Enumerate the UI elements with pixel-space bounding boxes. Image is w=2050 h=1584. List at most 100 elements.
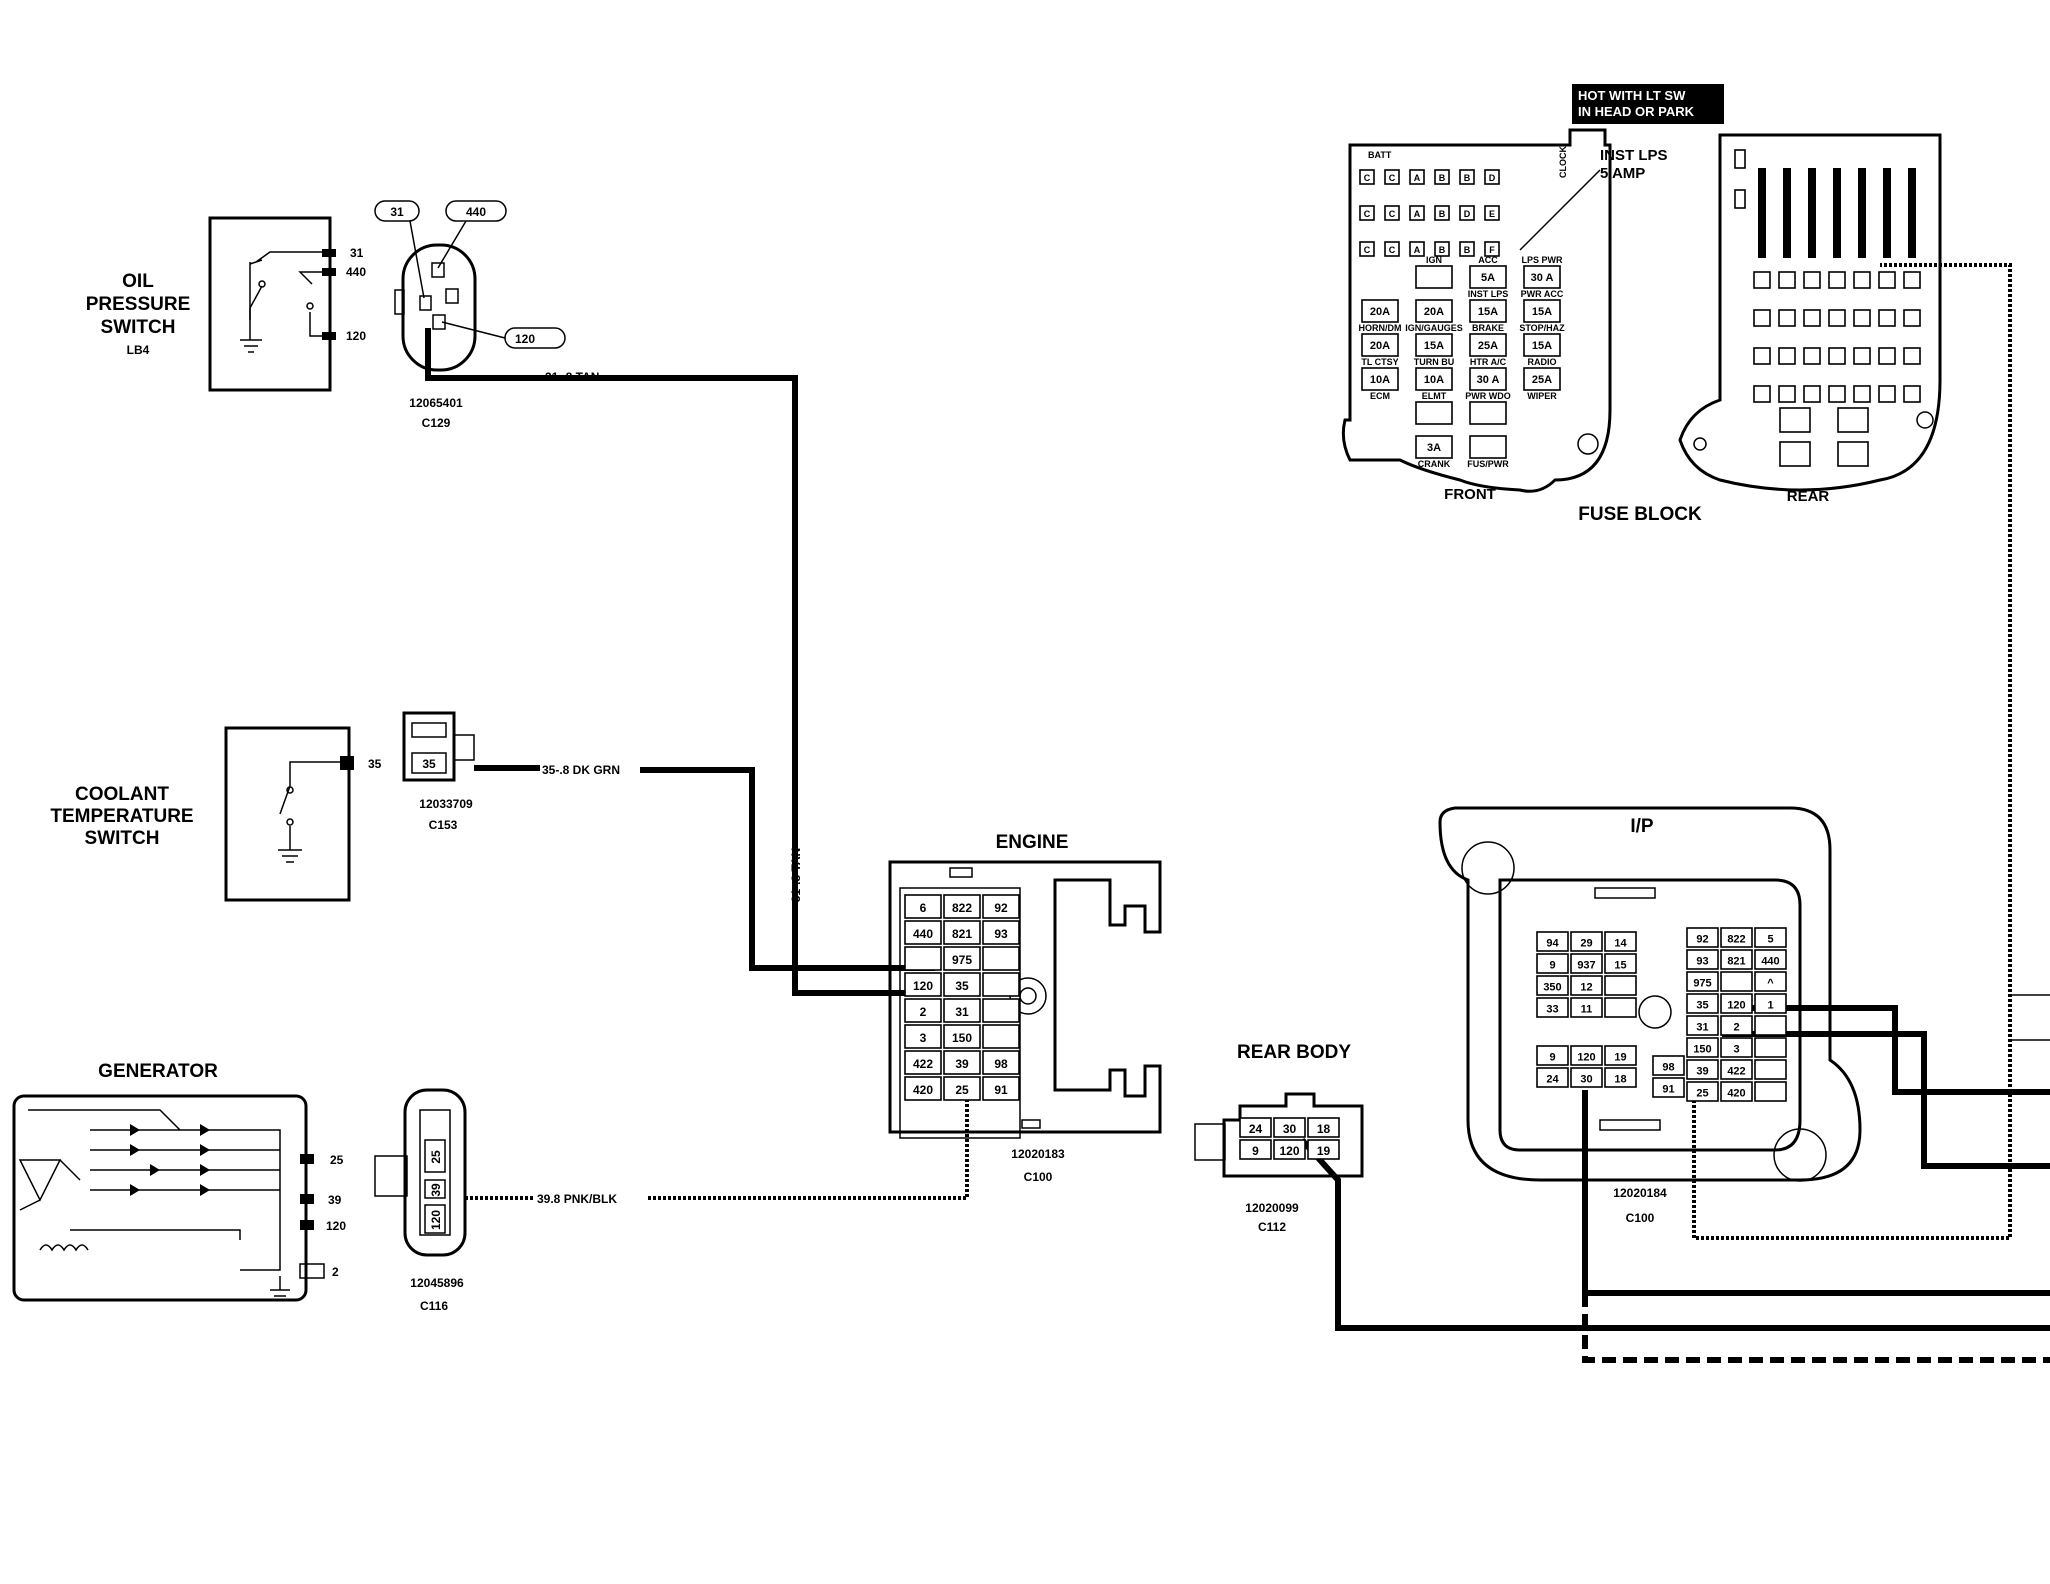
ip-right-cell bbox=[1754, 971, 1787, 992]
fuse-circuit-label: FUS/PWR bbox=[1467, 459, 1509, 469]
generator: GENERATOR 25 39 120 2 bbox=[12, 1061, 346, 1302]
engine-cell bbox=[982, 894, 1020, 919]
fuse bbox=[1469, 435, 1507, 459]
wire-39-label: 39.8 PNK/BLK bbox=[537, 1192, 617, 1206]
engine-cell bbox=[904, 920, 942, 945]
fuse-terminal-letter: A bbox=[1414, 209, 1421, 219]
rear-body-shell bbox=[1222, 1092, 1364, 1178]
c116-pin-39: 39 bbox=[429, 1183, 443, 1197]
ip-left-cell bbox=[1570, 997, 1603, 1018]
rear-terminal bbox=[1828, 309, 1846, 327]
ip-right-cell bbox=[1720, 993, 1753, 1014]
c153-part: 12033709 bbox=[419, 797, 473, 811]
fuse-terminal bbox=[1409, 241, 1425, 257]
c116-part: 12045896 bbox=[410, 1276, 464, 1290]
ip-right-cavity-label: 92 bbox=[1696, 934, 1708, 946]
c153-pin-label: 35 bbox=[422, 757, 436, 771]
ip-right-cell bbox=[1754, 993, 1787, 1014]
batt-label: BATT bbox=[1368, 150, 1392, 160]
fuse-terminal bbox=[1484, 241, 1500, 257]
ip-right-cavity-label: 31 bbox=[1696, 1022, 1708, 1034]
fuse-terminal bbox=[1434, 205, 1450, 221]
rear-bus-bar bbox=[1908, 168, 1916, 258]
rear-terminal bbox=[1828, 347, 1846, 365]
pin-31 bbox=[322, 249, 336, 257]
rear-body-part: 12020099 bbox=[1245, 1201, 1299, 1215]
engine-cell bbox=[943, 1024, 981, 1049]
ip-right-cavity-label: 3 bbox=[1733, 1044, 1739, 1056]
fuse-rear-label: REAR bbox=[1787, 488, 1830, 505]
connector-c153: 35 12033709 C153 bbox=[402, 711, 475, 832]
ground-icon bbox=[270, 1276, 290, 1297]
oil-switch-title-1: OIL bbox=[122, 271, 154, 292]
wire-31-label: 31-.8 TAN bbox=[545, 370, 599, 384]
oil-switch-title-3: SWITCH bbox=[101, 317, 176, 338]
ip-right-cell bbox=[1720, 1015, 1753, 1036]
c116-id: C116 bbox=[420, 1299, 448, 1313]
engine-cell bbox=[943, 894, 981, 919]
engine-cavity-label: 150 bbox=[952, 1031, 972, 1045]
engine-cavity-label: 2 bbox=[920, 1005, 927, 1019]
fuse-circuit-label: BRAKE bbox=[1472, 323, 1504, 333]
ip-right-cavity-label: 120 bbox=[1727, 1000, 1745, 1012]
engine-cavity-label: 120 bbox=[913, 979, 933, 993]
fuse-terminal bbox=[1384, 241, 1400, 257]
engine-title: ENGINE bbox=[996, 832, 1069, 853]
fuse-rating: 5A bbox=[1481, 272, 1495, 284]
fuse bbox=[1415, 367, 1453, 391]
oil-pressure-switch: OIL PRESSURE SWITCH LB4 31 440 120 bbox=[86, 216, 366, 392]
engine-cavity-label: 39 bbox=[955, 1057, 969, 1071]
fuse-terminal-letter: C bbox=[1389, 245, 1396, 255]
ip-right-cell bbox=[1686, 993, 1719, 1014]
connector-c129: 31 440 120 12065401 C129 bbox=[374, 200, 566, 430]
svg-text:31: 31 bbox=[390, 205, 404, 219]
engine-cell bbox=[982, 998, 1020, 1023]
oil-switch-sub: LB4 bbox=[127, 343, 150, 357]
fuse-circuit-label: PWR ACC bbox=[1521, 289, 1564, 299]
rear-terminal bbox=[1803, 309, 1821, 327]
ip-right-cavity-label: 35 bbox=[1696, 1000, 1708, 1012]
ip-left-cell bbox=[1536, 931, 1569, 952]
ip-right-cell bbox=[1754, 1015, 1787, 1036]
fuse bbox=[1415, 333, 1453, 357]
ip-right-cavity-label: 1 bbox=[1767, 1000, 1773, 1012]
ip-left-cavity-label: 94 bbox=[1546, 938, 1559, 950]
engine-cell bbox=[982, 1024, 1020, 1049]
ip-right-cavity-label: ^ bbox=[1767, 978, 1774, 990]
rear-bus-bar bbox=[1783, 168, 1791, 258]
pin-35 bbox=[340, 756, 354, 770]
inst-lps-label: INST LPS bbox=[1600, 147, 1668, 164]
c129-id: C129 bbox=[422, 416, 451, 430]
engine-cell bbox=[943, 1050, 981, 1075]
ip-right-cell bbox=[1720, 971, 1753, 992]
gen-pin-39: 39 bbox=[328, 1193, 342, 1207]
rear-terminal bbox=[1753, 347, 1771, 365]
ip-left-cavity-label: 350 bbox=[1543, 982, 1561, 994]
fuse-top-label: IGN bbox=[1426, 255, 1442, 265]
ip-left-cell bbox=[1536, 953, 1569, 974]
fuse-terminal bbox=[1459, 205, 1475, 221]
rear-terminal bbox=[1828, 271, 1846, 289]
inst-amp-label: 5 AMP bbox=[1600, 165, 1645, 182]
fuse-circuit-label: TL CTSY bbox=[1361, 357, 1398, 367]
rear-terminal bbox=[1803, 271, 1821, 289]
ip-bottom-right-cavity-label: 91 bbox=[1662, 1084, 1674, 1096]
fuse bbox=[1469, 401, 1507, 425]
ip-right-cell bbox=[1720, 1081, 1753, 1102]
ip-right-cell bbox=[1720, 949, 1753, 970]
ip-outer-shell bbox=[1438, 806, 1862, 1182]
callout-440 bbox=[445, 200, 507, 222]
fuse-terminal-letter: C bbox=[1364, 245, 1371, 255]
ip-right-cavity-label: 420 bbox=[1727, 1088, 1745, 1100]
fuse-top-label: LPS PWR bbox=[1521, 255, 1563, 265]
fuse-terminal-letter: B bbox=[1439, 245, 1446, 255]
rear-terminal bbox=[1778, 309, 1796, 327]
ip-right-cavity-label: 440 bbox=[1761, 956, 1779, 968]
fuse-terminal bbox=[1359, 205, 1375, 221]
rear-bus-bar bbox=[1833, 168, 1841, 258]
ip-bottom-cell bbox=[1536, 1067, 1569, 1088]
